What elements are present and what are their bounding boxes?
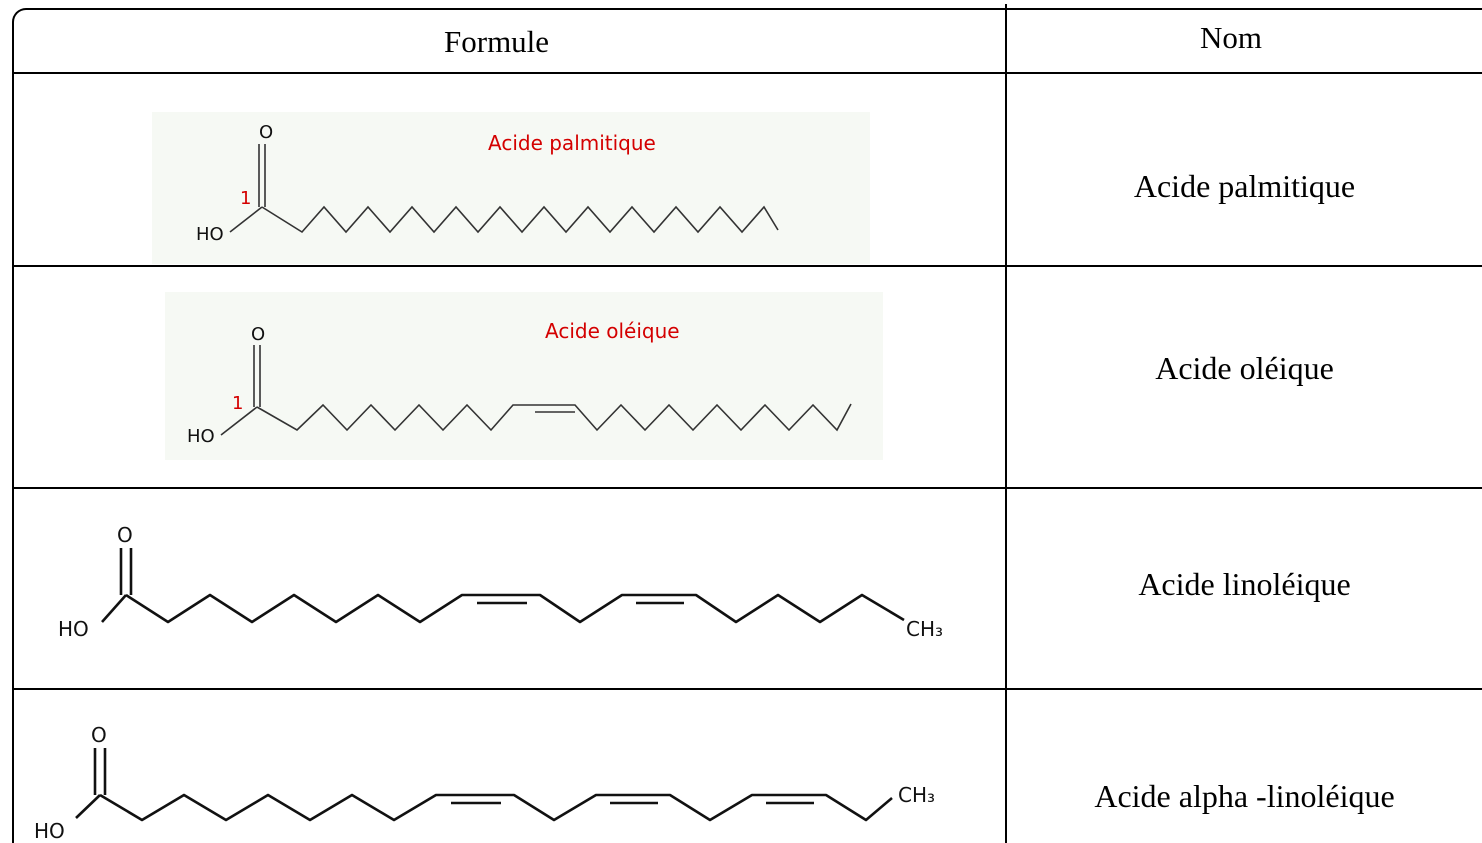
column-divider xyxy=(1005,4,1007,843)
linoleic-acid-structure: O HO CH₃ xyxy=(58,523,943,641)
palmitic-image-background xyxy=(152,112,870,264)
oxygen-label: O xyxy=(251,324,265,345)
hydroxyl-label: HO xyxy=(196,224,224,245)
molecule-caption: Acide oléique xyxy=(545,319,680,343)
hydroxyl-label: HO xyxy=(34,819,65,843)
terminal-methyl-label: CH₃ xyxy=(898,783,935,807)
row-divider xyxy=(12,265,1482,267)
header-divider xyxy=(12,72,1482,74)
molecule-caption: Acide palmitique xyxy=(488,131,656,155)
name-linoleic-acid: Acide linoléique xyxy=(1138,566,1351,602)
hydroxyl-label: HO xyxy=(58,617,89,641)
carbon-index-label: 1 xyxy=(232,393,243,414)
name-palmitic-acid: Acide palmitique xyxy=(1133,168,1356,204)
hydroxyl-label: HO xyxy=(187,426,215,447)
name-oleic-acid: Acide oléique xyxy=(1155,350,1334,386)
carbon-index-label: 1 xyxy=(240,188,251,209)
oxygen-label: O xyxy=(117,523,133,547)
row-divider xyxy=(12,487,1482,489)
header-name: Nom xyxy=(1200,20,1262,55)
header-formula: Formule xyxy=(444,24,550,59)
oleic-image-background xyxy=(165,292,883,460)
name-alpha-linolenic-acid: Acide alpha -linoléique xyxy=(1094,778,1395,814)
alpha-linolenic-acid-structure: O HO CH₃ xyxy=(34,723,935,843)
row-divider xyxy=(12,688,1482,690)
oxygen-label: O xyxy=(91,723,107,747)
oxygen-label: O xyxy=(259,122,273,143)
oleic-acid-structure: O HO 1 Acide oléique xyxy=(187,319,852,447)
palmitic-acid-structure: O HO 1 Acide palmitique xyxy=(196,122,779,245)
fatty-acid-table xyxy=(12,8,1482,843)
terminal-methyl-label: CH₃ xyxy=(906,617,943,641)
